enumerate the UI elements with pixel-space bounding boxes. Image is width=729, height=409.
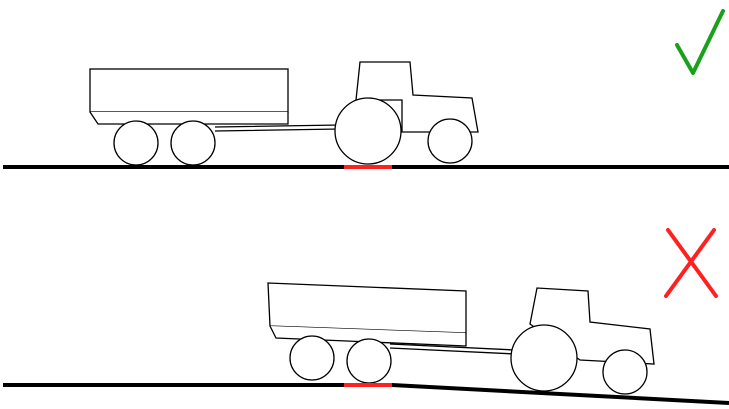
tractor xyxy=(511,288,654,394)
trailer-box xyxy=(268,283,466,333)
trailer-wheel-rear xyxy=(171,121,215,165)
trailer-wheel-rear xyxy=(347,339,391,383)
tractor-rear-wheel xyxy=(511,325,577,391)
tractor-front-wheel xyxy=(428,119,472,163)
tractor-rear-wheel xyxy=(335,98,401,164)
tractor-front-wheel xyxy=(603,350,647,394)
trailer-box xyxy=(90,69,288,112)
trailer xyxy=(268,283,515,383)
cross-mark-icon xyxy=(666,230,716,296)
trailer-drawbar xyxy=(215,125,340,131)
tractor xyxy=(335,62,478,164)
scene-level-ground xyxy=(3,11,729,167)
trailer-wheel-front xyxy=(290,336,334,380)
check-mark-icon xyxy=(677,11,723,73)
scene-slope-transition xyxy=(3,230,729,403)
trailer-wheel-front xyxy=(114,121,158,165)
trailer xyxy=(90,69,340,165)
